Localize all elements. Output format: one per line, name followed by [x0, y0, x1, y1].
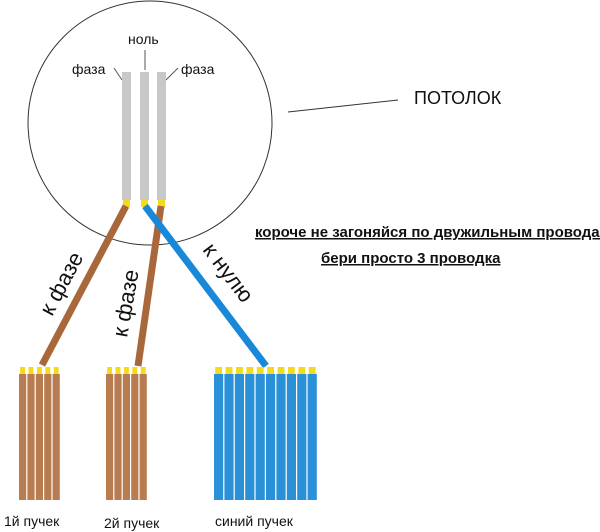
bundle-terminal-tip [53, 367, 59, 374]
bundle-strand [106, 374, 114, 500]
bundle-strand [307, 374, 317, 500]
bundle-1 [19, 367, 60, 500]
bundle-blue-label: синий пучек [215, 513, 294, 529]
bundle-strand [27, 374, 35, 500]
bundle-terminal-tip [256, 367, 264, 374]
bundle-terminal-tip [140, 367, 146, 374]
bundle-terminal-tip [267, 367, 274, 374]
note-line-2: бери просто 3 проводка [321, 250, 501, 267]
bundle-strand [122, 374, 130, 500]
bundle-strand [234, 374, 244, 500]
bundle-strand [44, 374, 52, 500]
bundle-terminal-tip [107, 367, 112, 374]
bundle-strand [266, 374, 276, 500]
bundle-terminal-tip [124, 367, 129, 374]
bundle-strand [245, 374, 255, 500]
bundle-terminal-tip [20, 367, 25, 374]
bundle-strand [114, 374, 122, 500]
bundle-strand [131, 374, 139, 500]
ceiling-wire-label-left: фаза [72, 61, 106, 77]
bundle-terminal-tip [236, 367, 243, 374]
bundle-2 [106, 367, 147, 500]
bundle-strand [255, 374, 265, 500]
bundle-strand [139, 374, 147, 500]
bundle-terminal-tip [225, 367, 233, 374]
bundle-terminal-tip [45, 367, 51, 374]
ceiling-label: ПОТОЛОК [414, 88, 502, 108]
ceiling-terminal-left [123, 200, 130, 207]
phase-wire-2-label: к фазе [107, 268, 143, 339]
ceiling-wire-center [140, 72, 149, 200]
phase-wire-1-label: к фазе [34, 248, 88, 320]
bundle-terminal-tip [28, 367, 34, 374]
bundle-terminal-tip [298, 367, 306, 374]
ceiling-terminal-center [141, 200, 148, 207]
ceiling-pointer-line [287, 99, 399, 113]
bundle-1-label: 1й пучек [4, 513, 60, 529]
ceiling-terminal-right [158, 200, 165, 207]
ceiling-wire-right [157, 72, 166, 200]
bundle-terminal-tip [37, 367, 42, 374]
phase-wire-2 [134, 205, 165, 367]
bundle-strand [35, 374, 43, 500]
neutral-wire [142, 203, 269, 369]
bundle-strand [276, 374, 286, 500]
bundle-blue [214, 367, 317, 500]
ceiling-wire-label-center: ноль [128, 31, 159, 47]
ceiling-wire-pointer-right [165, 67, 179, 81]
ceiling-wire-label-right: фаза [181, 61, 215, 77]
phase-wire-1 [38, 204, 130, 367]
bundle-strand [214, 374, 224, 500]
bundle-strand [224, 374, 234, 500]
note-line-1: короче не загоняйся по двужильным провод… [255, 224, 600, 241]
bundle-strand [286, 374, 296, 500]
ceiling-wire-left [122, 72, 131, 200]
bundle-terminal-tip [132, 367, 138, 374]
bundle-terminal-tip [308, 367, 316, 374]
neutral-wire-label: к нулю [198, 238, 259, 307]
bundle-2-label: 2й пучек [104, 515, 160, 531]
bundle-terminal-tip [277, 367, 285, 374]
bundle-strand [297, 374, 307, 500]
bundle-strand [19, 374, 27, 500]
bundle-terminal-tip [215, 367, 222, 374]
bundle-terminal-tip [115, 367, 121, 374]
bundle-terminal-tip [288, 367, 295, 374]
bundle-terminal-tip [246, 367, 254, 374]
ceiling-circle [27, 0, 273, 246]
ceiling-wire-pointer-left [113, 67, 123, 81]
bundle-strand [52, 374, 60, 500]
